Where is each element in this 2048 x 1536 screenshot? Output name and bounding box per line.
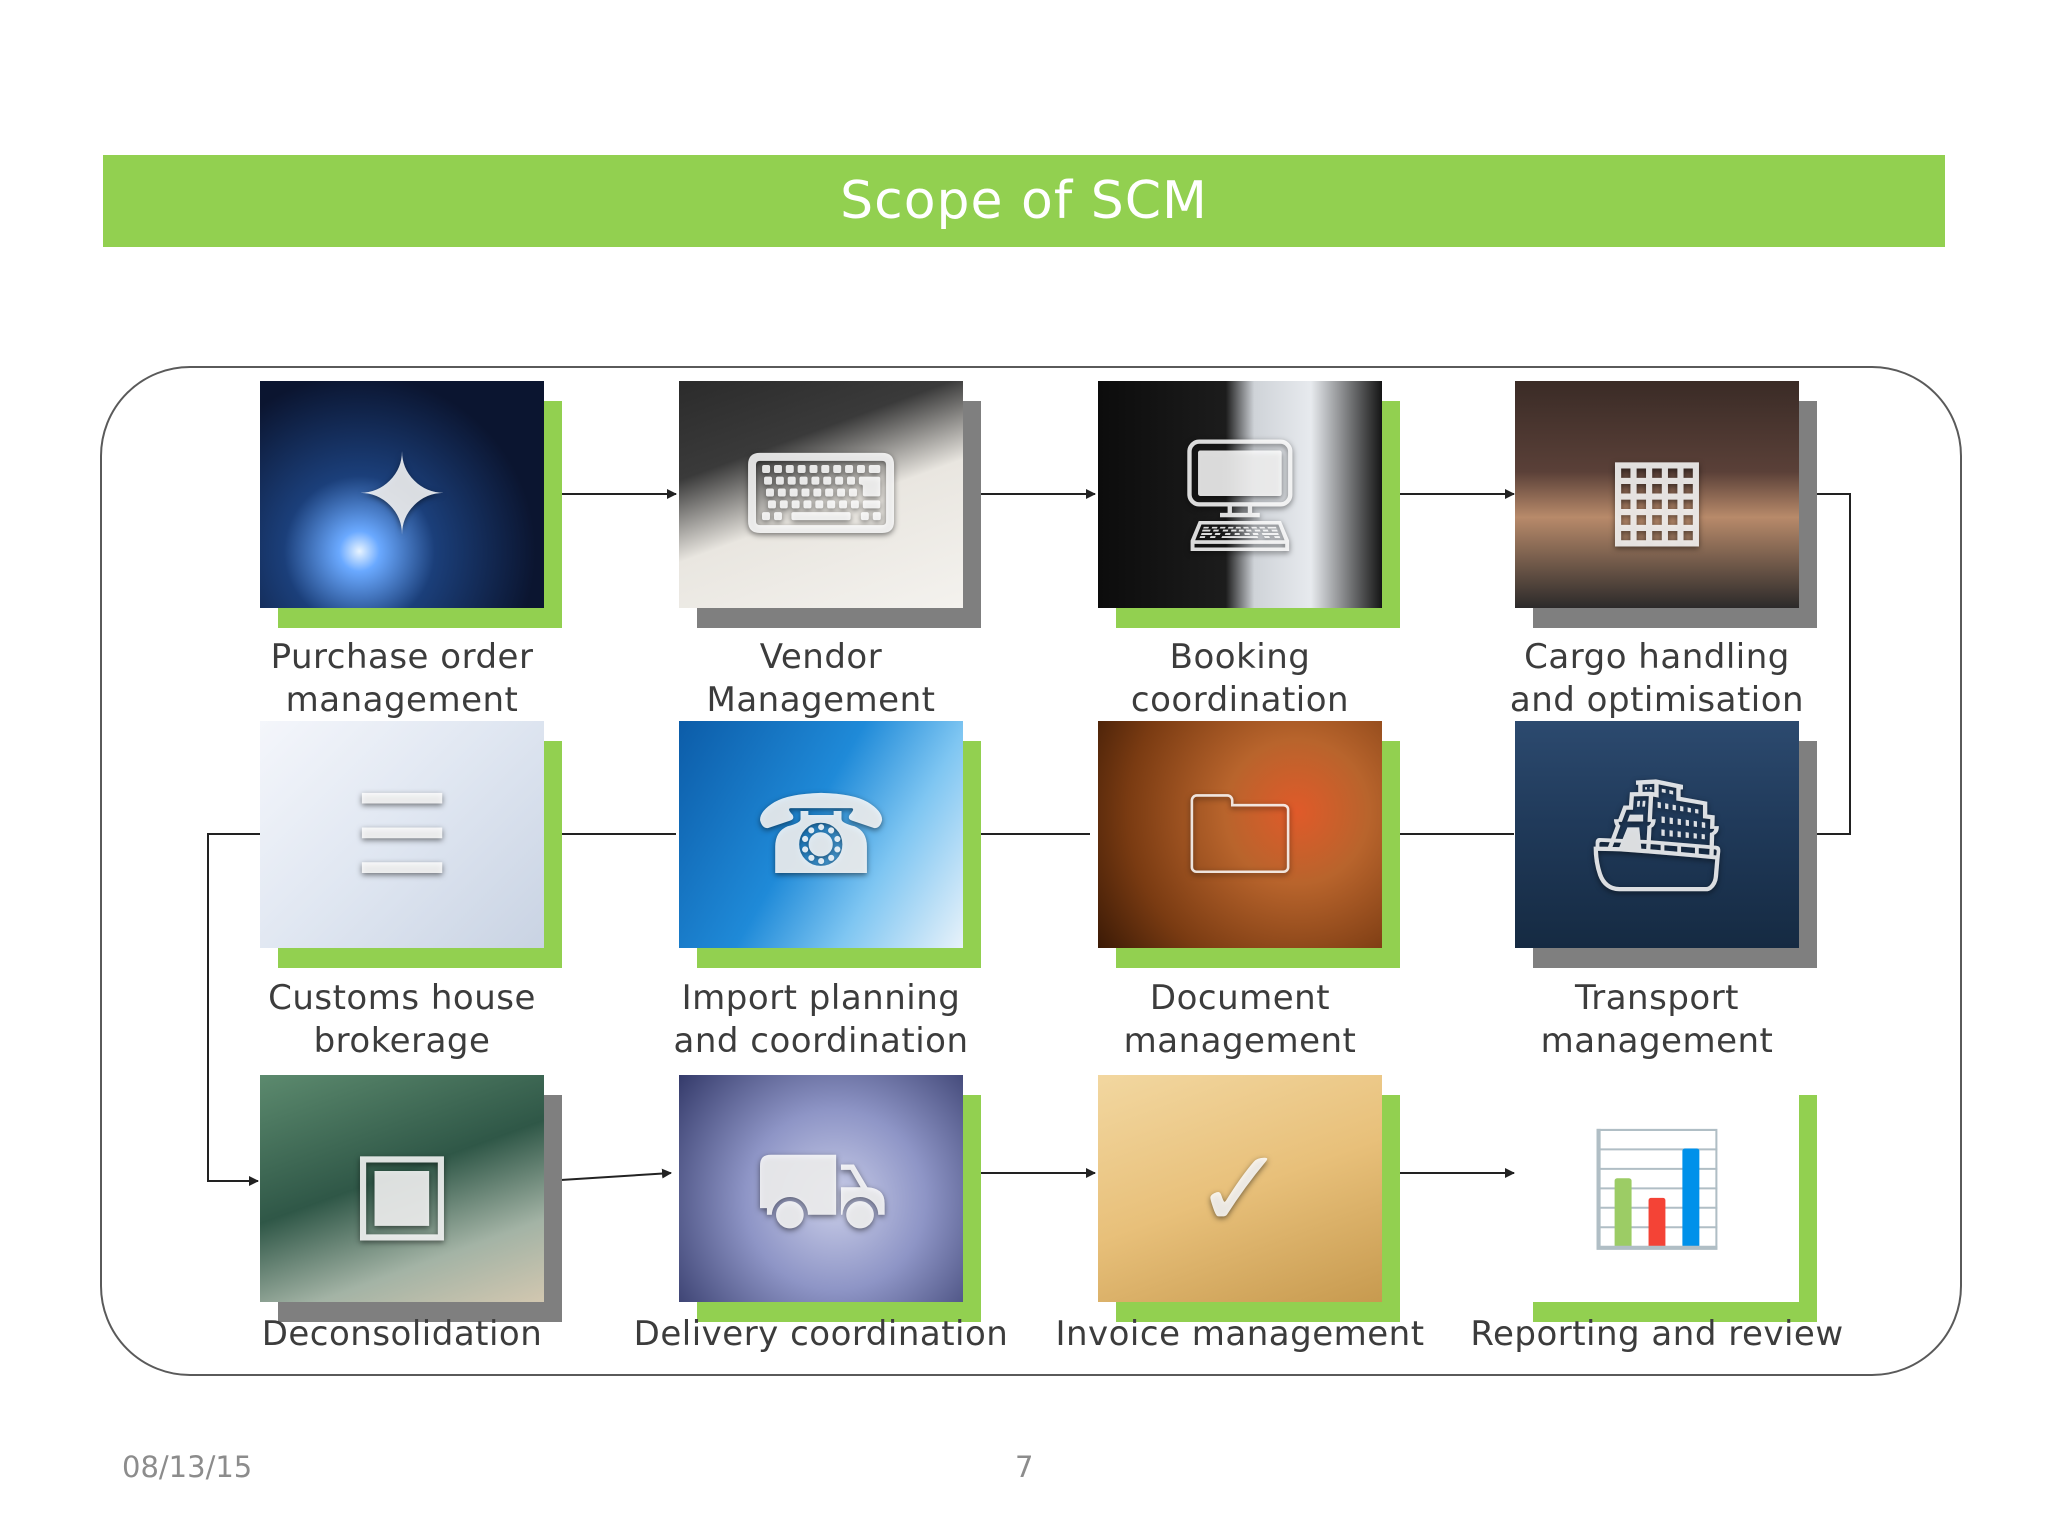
process-node: ⛴ <box>1515 721 1817 968</box>
paid-stamp-icon: ✓ <box>1193 1124 1287 1253</box>
cargo-ship-image: ⛴ <box>1515 721 1799 948</box>
keyboard-sticky-notes-icon: ⌨ <box>741 430 901 559</box>
process-node: ☰ <box>260 721 562 968</box>
title-bar: Scope of SCM <box>103 155 1945 247</box>
tax-forms-icon: ☰ <box>352 770 452 899</box>
paid-stamp-image: ✓ <box>1098 1075 1382 1302</box>
welding-sparks-image: ✦ <box>260 381 544 608</box>
tax-forms-image: ☰ <box>260 721 544 948</box>
monitor-chart-image: 📊 <box>1515 1075 1799 1302</box>
warehouse-forklift-image: ▦ <box>1515 381 1799 608</box>
node-label-line: Customs house <box>268 978 536 1018</box>
node-label-line: Vendor <box>759 637 883 677</box>
process-node: ▣ <box>260 1075 562 1322</box>
conveyor-boxes-icon: ▣ <box>350 1124 454 1253</box>
file-folders-icon: 🗀 <box>1185 770 1295 899</box>
node-label-line: Delivery coordination <box>633 1314 1009 1354</box>
conveyor-boxes-image: ▣ <box>260 1075 544 1302</box>
node-label-line: Transport <box>1574 978 1740 1018</box>
footer-page-number: 7 <box>1015 1450 1034 1484</box>
node-label-line: brokerage <box>313 1021 491 1061</box>
monitor-chart-icon: 📊 <box>1588 1124 1726 1253</box>
node-label-line: Document <box>1149 978 1331 1018</box>
process-node: ⌨ <box>679 381 981 628</box>
node-label-line: Deconsolidation <box>261 1314 543 1354</box>
hand-truck-silhouette-icon: ⛟ <box>751 1124 891 1253</box>
node-label-line: Management <box>706 680 936 720</box>
node-label-line: Reporting and review <box>1470 1314 1844 1354</box>
slide-title: Scope of SCM <box>840 171 1208 231</box>
node-label-line: Cargo handling <box>1524 637 1790 677</box>
node-label: Invoice management <box>1030 1313 1450 1356</box>
process-node: ✦ <box>260 381 562 628</box>
process-node: ⛟ <box>679 1075 981 1322</box>
node-label-line: management <box>285 680 519 720</box>
file-folders-image: 🗀 <box>1098 721 1382 948</box>
node-label-line: management <box>1540 1021 1774 1061</box>
call-center-agent-icon: ☎ <box>752 770 890 899</box>
person-at-computer-image: 🖥 <box>1098 381 1382 608</box>
diagram-frame <box>100 366 1962 1376</box>
node-label-line: and coordination <box>673 1021 969 1061</box>
process-node: 📊 <box>1515 1075 1817 1322</box>
node-label: Reporting and review <box>1447 1313 1867 1356</box>
node-label-line: and optimisation <box>1509 680 1805 720</box>
node-label-line: coordination <box>1130 680 1350 720</box>
process-node: 🖥 <box>1098 381 1400 628</box>
process-node: ✓ <box>1098 1075 1400 1322</box>
node-label: Delivery coordination <box>611 1313 1031 1356</box>
node-label-line: Purchase order <box>270 637 534 677</box>
node-label-line: management <box>1123 1021 1357 1061</box>
warehouse-forklift-icon: ▦ <box>1605 430 1709 559</box>
footer-date: 08/13/15 <box>122 1450 253 1484</box>
welding-sparks-icon: ✦ <box>355 430 449 559</box>
process-node: 🗀 <box>1098 721 1400 968</box>
node-label-line: Import planning <box>681 978 961 1018</box>
keyboard-sticky-notes-image: ⌨ <box>679 381 963 608</box>
node-label: Deconsolidation <box>192 1313 612 1356</box>
node-label-line: Invoice management <box>1055 1314 1425 1354</box>
hand-truck-silhouette-image: ⛟ <box>679 1075 963 1302</box>
process-node: ☎ <box>679 721 981 968</box>
node-label-line: Booking <box>1169 637 1311 677</box>
process-node: ▦ <box>1515 381 1817 628</box>
call-center-agent-image: ☎ <box>679 721 963 948</box>
person-at-computer-icon: 🖥 <box>1170 430 1310 559</box>
cargo-ship-icon: ⛴ <box>1587 770 1727 899</box>
